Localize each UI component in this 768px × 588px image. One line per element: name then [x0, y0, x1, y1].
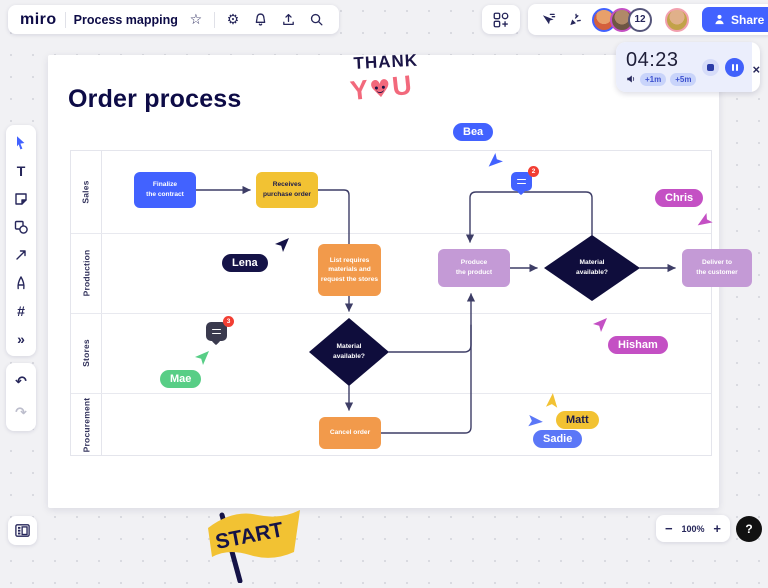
collaborator-avatars[interactable]: 12 — [592, 7, 652, 32]
node-receives-order[interactable]: Receives purchase order — [256, 172, 318, 208]
node-list-materials[interactable]: List requires materials and request the … — [318, 244, 381, 296]
reactions-confetti-icon[interactable] — [565, 10, 585, 30]
connector-stores-merge[interactable] — [388, 324, 472, 353]
select-tool-icon[interactable] — [9, 130, 33, 155]
pause-icon — [731, 63, 734, 71]
node-cancel-order[interactable]: Cancel order — [319, 417, 381, 449]
main-toolbar: miro Process mapping ☆ ⚙ — [8, 5, 339, 34]
connector-material-loop-produce[interactable] — [465, 191, 593, 243]
comment-count-badge: 3 — [223, 316, 234, 327]
cursor-arrow-mae — [194, 350, 210, 366]
notifications-bell-icon[interactable] — [251, 10, 271, 30]
cursor-arrow-bea — [488, 152, 505, 169]
collaboration-bar: 12 Share — [528, 4, 768, 35]
timer-close-area: × — [752, 42, 760, 92]
miro-logo[interactable]: miro — [20, 10, 57, 28]
share-button-label: Share — [731, 12, 765, 27]
undo-icon[interactable]: ↶ — [15, 373, 27, 390]
share-button[interactable]: Share — [702, 7, 768, 32]
cursor-arrow-hisham — [592, 317, 608, 333]
apps-grid-icon — [493, 12, 509, 27]
person-icon — [715, 14, 724, 25]
cursor-label-mae: Mae — [160, 370, 202, 388]
flag-shape — [208, 510, 300, 558]
lane-divider — [71, 233, 711, 234]
timer-add-5m-button[interactable]: +5m — [670, 72, 697, 86]
avatar-facilitator[interactable] — [665, 7, 689, 32]
timer-close-button[interactable]: × — [752, 46, 760, 92]
tools-sidebar: T # » — [6, 125, 36, 356]
canvas-title[interactable]: Order process — [68, 85, 242, 113]
hide-cursors-icon[interactable] — [538, 10, 558, 30]
pen-tool-icon[interactable] — [9, 270, 33, 295]
redo-icon[interactable]: ↷ — [15, 404, 27, 421]
cursor-label-chris: Chris — [655, 189, 704, 207]
speaker-icon[interactable] — [626, 74, 636, 84]
board-title[interactable]: Process mapping — [73, 12, 178, 27]
lane-divider — [71, 393, 711, 394]
sticky-note-tool-icon[interactable] — [9, 186, 33, 211]
zoom-level[interactable]: 100% — [681, 523, 705, 534]
connector-cancel-produce[interactable] — [380, 293, 476, 434]
cursor-label-bea: Bea — [453, 123, 494, 141]
cursor-label-hisham: Hisham — [608, 336, 668, 354]
frames-panel-button[interactable] — [8, 516, 37, 545]
timer-stop-button[interactable] — [702, 58, 720, 76]
zoom-in-button[interactable]: + — [713, 521, 721, 536]
cursor-arrow-matt — [541, 392, 564, 415]
history-panel: ↶ ↷ — [6, 363, 36, 431]
node-produce-product[interactable]: Produce the product — [438, 249, 510, 287]
settings-gear-icon[interactable]: ⚙ — [226, 11, 240, 28]
apps-widgets-button[interactable] — [482, 5, 520, 34]
zoom-bar: − 100% + — [656, 515, 730, 542]
cursor-arrow-sadie — [522, 410, 545, 433]
search-icon[interactable] — [307, 10, 327, 30]
shapes-tool-icon[interactable] — [9, 214, 33, 239]
start-flag-sticker[interactable]: START — [148, 453, 318, 584]
lane-label-divider — [101, 151, 102, 455]
timer-pause-button[interactable] — [725, 57, 745, 77]
stop-icon — [707, 63, 715, 71]
help-button[interactable]: ? — [736, 516, 762, 542]
cursor-label-sadie: Sadie — [533, 430, 583, 448]
frames-panel-icon — [15, 524, 30, 537]
node-deliver-customer[interactable]: Deliver to the customer — [682, 249, 752, 287]
export-upload-icon[interactable] — [279, 10, 299, 30]
cursor-label-matt: Matt — [556, 411, 599, 429]
swimlane-table[interactable]: Sales Production Stores Procurement — [70, 150, 712, 456]
frame-tool-icon[interactable]: # — [17, 302, 25, 319]
cursor-label-lena: Lena — [222, 254, 268, 272]
session-timer-panel: 04:23 +1m +5m × — [616, 42, 760, 92]
zoom-out-button[interactable]: − — [665, 521, 673, 536]
timer-body: 04:23 +1m +5m — [616, 42, 753, 92]
lane-divider — [71, 313, 711, 314]
more-tools-icon[interactable]: » — [17, 330, 25, 347]
comment-marker-dark[interactable]: 3 — [206, 316, 234, 346]
text-tool-icon[interactable]: T — [16, 162, 26, 179]
collaborator-count-badge[interactable]: 12 — [628, 7, 652, 32]
cursor-arrow-lena — [274, 237, 290, 253]
comment-marker-blue[interactable]: 2 — [511, 166, 539, 196]
whiteboard-canvas[interactable]: Order process THANK Y ♥ U Sales Producti… — [48, 51, 752, 584]
connector-receives-stores[interactable] — [317, 189, 354, 312]
comment-count-badge: 2 — [528, 166, 539, 177]
connector-tool-icon[interactable] — [9, 242, 33, 267]
toolbar-divider — [213, 11, 215, 28]
favorite-star-icon[interactable]: ☆ — [189, 11, 203, 28]
timer-add-1m-button[interactable]: +1m — [640, 72, 667, 86]
flow-connectors — [195, 185, 676, 434]
cursor-arrow-chris — [697, 211, 716, 230]
node-finalize-contract[interactable]: Finalize the contract — [134, 172, 196, 208]
timer-value: 04:23 — [626, 48, 679, 71]
toolbar-divider — [64, 11, 66, 28]
